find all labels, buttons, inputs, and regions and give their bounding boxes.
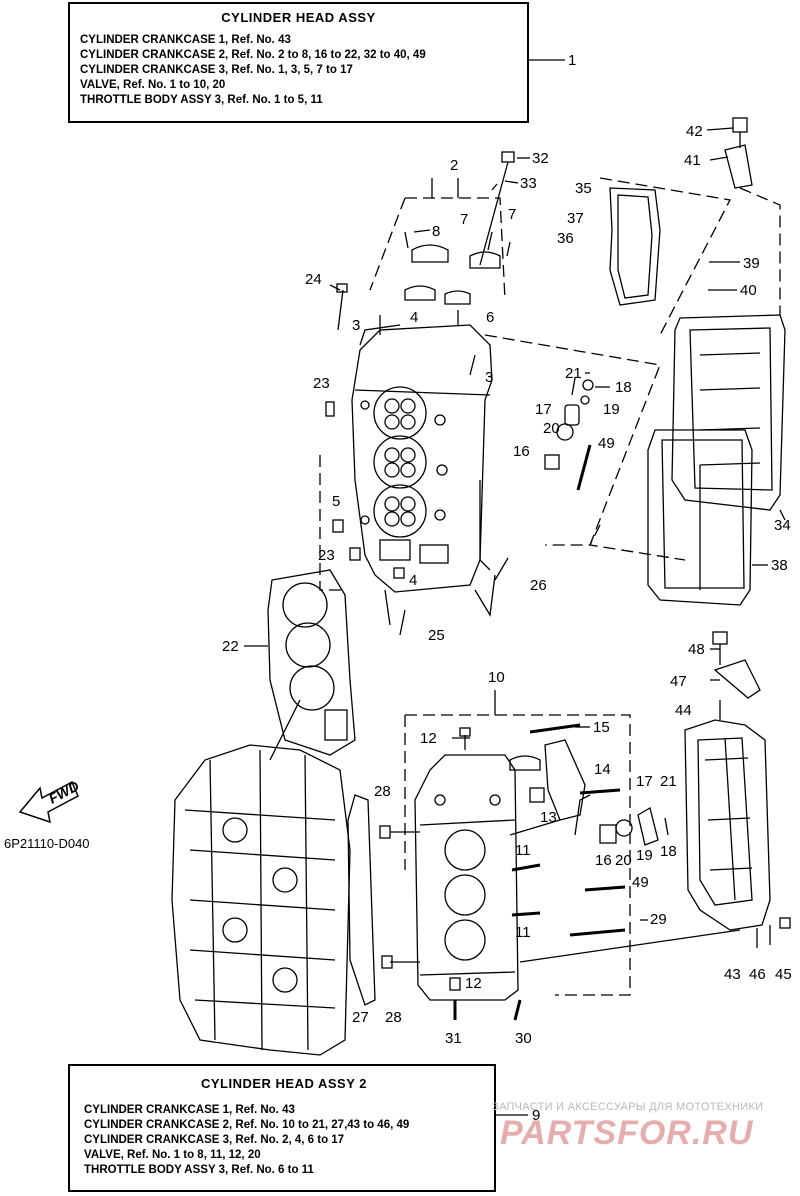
callout: 23 [318, 547, 335, 564]
callout: 19 [603, 401, 620, 418]
callout: 11 [515, 924, 531, 941]
callout: 41 [684, 152, 701, 169]
box-line: VALVE, Ref. No. 1 to 10, 20 [80, 79, 226, 91]
callout: 6 [486, 309, 494, 326]
callout: 45 [775, 966, 792, 983]
callout: 19 [636, 847, 653, 864]
callouts-top: 1 2 32 33 7 7 8 24 3 4 6 3 23 5 23 4 25 … [222, 52, 791, 655]
forward-arrow-icon: FWD [18, 778, 82, 824]
callout: 26 [530, 577, 547, 594]
callout: 14 [594, 761, 611, 778]
callout: 25 [428, 627, 445, 644]
callout: 12 [465, 975, 482, 992]
callout: 27 [352, 1009, 369, 1026]
callout: 3 [352, 317, 360, 334]
callout: 18 [660, 843, 677, 860]
box-line: VALVE, Ref. No. 1 to 8, 11, 12, 20 [84, 1149, 261, 1161]
callout-ref-9: 9 [532, 1107, 540, 1124]
callout: 15 [593, 719, 610, 736]
callout: 16 [595, 852, 612, 869]
diagram-code: 6P21110-D040 [4, 836, 90, 851]
callout: 2 [450, 157, 458, 174]
callout: 16 [513, 443, 530, 460]
box-title: CYLINDER HEAD ASSY 2 [200, 1076, 368, 1091]
callout: 37 [567, 210, 584, 227]
callout: 43 [724, 966, 741, 983]
callout: 21 [660, 773, 677, 790]
callout: 12 [420, 730, 437, 747]
box-line: CYLINDER CRANKCASE 2, Ref. No. 2 to 8, 1… [80, 49, 426, 61]
callout: 28 [374, 783, 391, 800]
callout: 4 [410, 309, 418, 326]
callout: 38 [771, 557, 788, 574]
callout: 28 [385, 1009, 402, 1026]
callout: 24 [305, 271, 322, 288]
callout: 30 [515, 1030, 532, 1047]
callout: 47 [670, 673, 687, 690]
callout: 42 [686, 123, 703, 140]
callout: 5 [332, 493, 340, 510]
box-line: CYLINDER CRANKCASE 2, Ref. No. 10 to 21,… [84, 1119, 410, 1131]
callout: 29 [650, 911, 667, 928]
box-line: CYLINDER CRANKCASE 3, Ref. No. 2, 4, 6 t… [84, 1134, 345, 1146]
callout: 7 [508, 206, 516, 223]
callout: 36 [557, 230, 574, 247]
box-line: THROTTLE BODY ASSY 3, Ref. No. 1 to 5, 1… [80, 94, 323, 106]
callout: 18 [615, 379, 632, 396]
callouts-bottom: 10 12 15 14 13 28 17 21 16 20 19 18 11 4… [352, 641, 792, 1124]
cylinder-head-assy-box: CYLINDER HEAD ASSY CYLINDER CRANKCASE 1,… [68, 2, 529, 123]
box-line: CYLINDER CRANKCASE 3, Ref. No. 1, 3, 5, … [80, 64, 353, 76]
box-line: THROTTLE BODY ASSY 3, Ref. No. 6 to 11 [84, 1164, 314, 1176]
callout: 20 [543, 420, 560, 437]
callout: 49 [632, 874, 649, 891]
callout: 13 [540, 809, 557, 826]
callout: 35 [575, 180, 592, 197]
box-line: CYLINDER CRANKCASE 1, Ref. No. 43 [80, 34, 291, 46]
callout: 17 [636, 773, 653, 790]
callout: 34 [774, 517, 791, 534]
callout: 31 [445, 1030, 462, 1047]
callout: 7 [460, 211, 468, 228]
callout: 22 [222, 638, 239, 655]
watermark-tagline: ЗАПЧАСТИ И АКСЕССУАРЫ ДЛЯ МОТОТЕХНИКИ [492, 1101, 764, 1113]
callout: 44 [675, 702, 692, 719]
callout: 33 [520, 175, 537, 192]
callout: 10 [488, 669, 505, 686]
callout: 39 [743, 255, 760, 272]
box-line: CYLINDER CRANKCASE 1, Ref. No. 43 [84, 1104, 295, 1116]
watermark-logo: PARTSFOR.RU [500, 1114, 754, 1152]
callout: 20 [615, 852, 632, 869]
callout: 32 [532, 150, 549, 167]
cylinder-head-assy-2-box: CYLINDER HEAD ASSY 2 CYLINDER CRANKCASE … [68, 1064, 496, 1192]
callout-ref-1: 1 [568, 52, 576, 69]
callout: 49 [598, 435, 615, 452]
callout: 40 [740, 282, 757, 299]
callout: 48 [688, 641, 705, 658]
callout: 17 [535, 401, 552, 418]
callout: 21 [565, 365, 582, 382]
callout: 4 [409, 572, 417, 589]
callout: 3 [485, 369, 493, 386]
callout: 46 [749, 966, 766, 983]
box-title: CYLINDER HEAD ASSY [221, 10, 376, 25]
callout: 11 [515, 842, 531, 859]
callout: 23 [313, 375, 330, 392]
callout: 8 [432, 223, 440, 240]
